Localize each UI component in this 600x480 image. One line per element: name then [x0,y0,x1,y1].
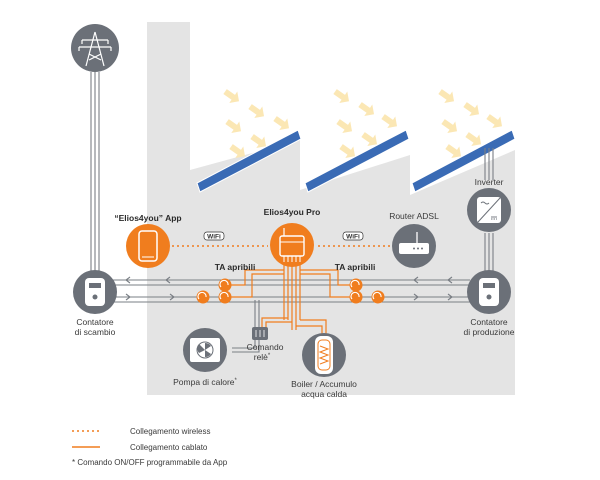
fan-icon [183,328,227,372]
current-clamp-icon [196,290,210,304]
power-pylon-icon [71,24,119,72]
sunlight-arrows [223,89,503,159]
flow-arrows [125,276,453,301]
wifi-badge-left: WiFi [203,231,225,241]
production-meter-label-2: di produzione [463,327,514,337]
boiler-label-2: acqua calda [301,389,347,399]
exchange-meter-label-2: di scambio [75,327,116,337]
solar-panel-3 [411,129,516,193]
legend-wired-label: Collegamento cablato [130,443,208,452]
current-clamp-icon [218,290,232,304]
current-clamp-icon [349,290,363,304]
current-clamp-icon [218,278,232,292]
relay-label-2: relè* [254,352,271,362]
ta-right-label: TA apribili [335,262,376,272]
app-label: “Elios4you” App [114,213,181,223]
router-icon [392,224,436,268]
boiler-icon [302,333,346,377]
inverter-icon [467,188,511,232]
legend-note: * Comando ON/OFF programmabile da App [72,458,228,467]
current-clamp-icon [349,278,363,292]
current-clamp-icon [371,290,385,304]
solar-panels [196,129,516,193]
solar-panel-1 [196,129,302,193]
exchange-meter-label-1: Contatore [76,317,114,327]
wifi-badge-right: WiFi [342,231,364,241]
pro-label: Elios4you Pro [264,207,321,217]
elios-device-icon [270,223,314,267]
ta-left-label: TA apribili [215,262,256,272]
relay-label-1: Comando [247,342,284,352]
wifi-label-right: WiFi [346,234,360,241]
wired-connections [228,265,352,334]
grid-cables [90,72,494,303]
relay-cables [232,300,260,353]
solar-panel-2 [304,129,410,193]
exchange-meter-icon [73,270,117,314]
legend: Collegamento wireless Collegamento cabla… [72,427,228,467]
inverter-label: Inverter [475,177,504,187]
wifi-label-left: WiFi [207,234,221,241]
legend-wireless-label: Collegamento wireless [130,427,210,436]
heat-pump-label: Pompa di calore* [173,377,237,387]
production-meter-label-1: Contatore [470,317,508,327]
boiler-label-1: Boiler / Accumulo [291,379,357,389]
smartphone-icon [126,224,170,268]
router-label: Router ADSL [389,211,439,221]
relay-command-icon [252,327,268,340]
production-meter-icon [467,270,511,314]
